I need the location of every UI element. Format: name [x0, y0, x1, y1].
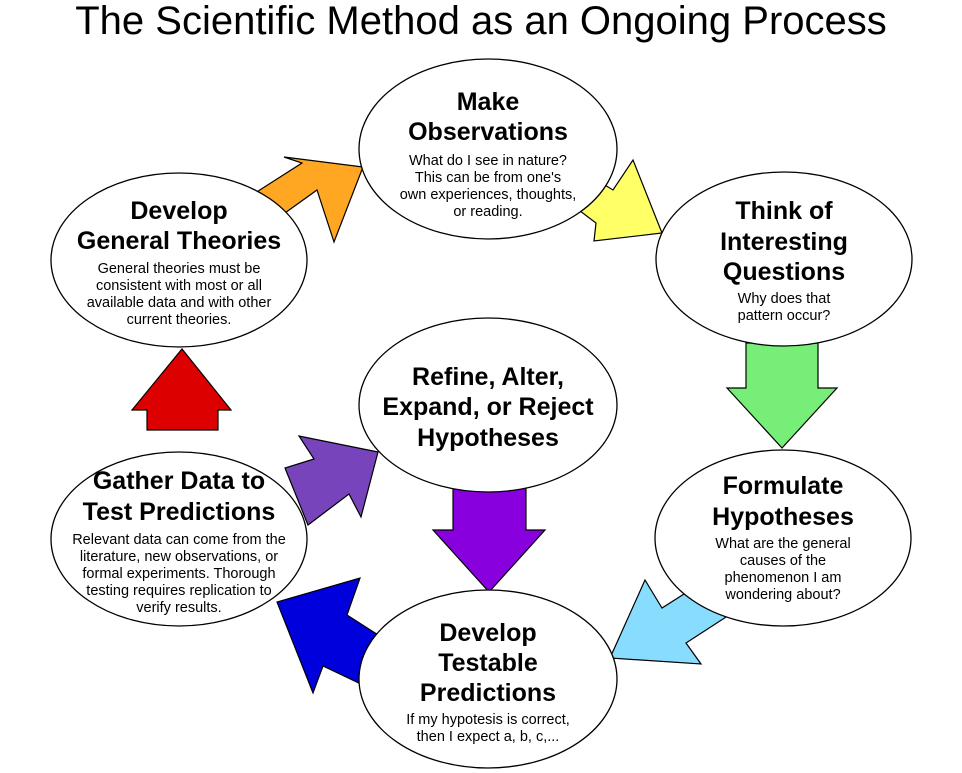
- node-develop-theories: Develop General Theories General theorie…: [50, 172, 308, 348]
- node-title-line: Observations: [408, 118, 568, 146]
- node-develop-predictions: Develop Testable Predictions If my hypot…: [358, 589, 618, 769]
- node-body-line: literature, new observations, or: [80, 549, 278, 565]
- node-body-line: available data and with other: [87, 295, 272, 311]
- node-title-line: Develop: [439, 619, 536, 647]
- node-body-line: causes of the: [740, 553, 826, 569]
- node-body-line: formal experiments. Thorough: [82, 566, 275, 582]
- node-title-line: Hypotheses: [417, 424, 559, 452]
- node-make-observations: Make Observations What do I see in natur…: [358, 58, 618, 240]
- node-body-line: What do I see in nature?: [409, 153, 567, 169]
- node-title-line: Test Predictions: [83, 498, 276, 526]
- node-title-line: Formulate: [723, 472, 844, 500]
- node-title-line: Think of: [735, 197, 833, 225]
- node-title-line: Develop: [130, 197, 227, 225]
- node-body-line: If my hypotesis is correct,: [406, 712, 570, 728]
- node-body-line: testing requires replication to: [86, 583, 271, 599]
- node-body-line: own experiences, thoughts,: [400, 187, 577, 203]
- node-title-line: Questions: [723, 258, 845, 286]
- node-title-line: Refine, Alter,: [412, 363, 564, 391]
- node-title-line: Expand, or Reject: [382, 393, 594, 421]
- node-body-line: wondering about?: [724, 587, 840, 603]
- node-body-line: phenomenon I am: [725, 570, 842, 586]
- node-think-questions-shape: [655, 171, 913, 347]
- node-body-line: Relevant data can come from the: [72, 532, 286, 548]
- node-formulate-hypotheses-shape: [654, 449, 912, 627]
- arrow-refine-to-predictions: [431, 486, 547, 593]
- node-body-line: verify results.: [136, 600, 221, 616]
- node-body-line: General theories must be: [98, 261, 261, 277]
- node-body-line: pattern occur?: [738, 308, 831, 324]
- node-body-line: or reading.: [453, 204, 522, 220]
- node-think-questions: Think of Interesting Questions Why does …: [655, 171, 913, 347]
- node-make-observations-shape: [358, 58, 618, 240]
- arrow-questions-to-hypotheses: [725, 342, 839, 449]
- node-title-line: Predictions: [420, 679, 556, 707]
- node-gather-data: Gather Data to Test Predictions Relevant…: [50, 451, 308, 627]
- node-title-line: Make: [457, 88, 520, 116]
- node-title-line: Testable: [438, 649, 538, 677]
- node-title-line: Hypotheses: [712, 503, 854, 531]
- node-formulate-hypotheses: Formulate Hypotheses What are the genera…: [654, 449, 912, 627]
- node-refine-hypotheses-shape: [358, 317, 618, 493]
- node-title-line: General Theories: [77, 227, 281, 255]
- node-refine-hypotheses: Refine, Alter, Expand, or Reject Hypothe…: [358, 317, 618, 493]
- node-body-line: What are the general: [715, 536, 850, 552]
- node-title-line: Gather Data to: [93, 467, 265, 495]
- node-body-line: consistent with most or all: [96, 278, 262, 294]
- node-develop-theories-shape: [50, 172, 308, 348]
- node-develop-predictions-shape: [358, 589, 618, 769]
- node-body-line: This can be from one's: [415, 170, 561, 186]
- node-body-line: current theories.: [127, 312, 232, 328]
- node-title-line: Interesting: [720, 228, 848, 256]
- page-title: The Scientific Method as an Ongoing Proc…: [75, 0, 887, 43]
- node-gather-data-shape: [50, 451, 308, 627]
- arrow-data-to-theories: [130, 348, 233, 431]
- arrow-data-to-refine: [284, 435, 379, 526]
- node-body-line: Why does that: [738, 291, 831, 307]
- node-body-line: then I expect a, b, c,...: [417, 729, 560, 745]
